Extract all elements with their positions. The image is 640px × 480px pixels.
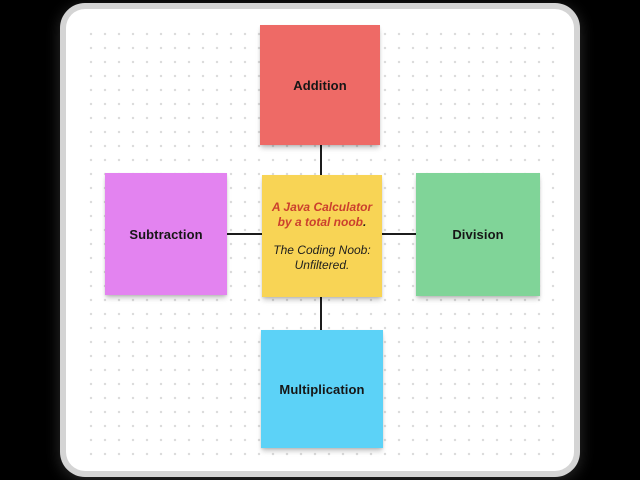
sticky-note-subtraction[interactable]: Subtraction (105, 173, 227, 295)
sticky-note-center-title[interactable]: A Java Calculator by a total noob. The C… (262, 175, 382, 297)
connector-center-to-multiplication[interactable] (320, 297, 322, 330)
board-title-text: A Java Calculator by a total noob (271, 199, 373, 229)
board-subtitle: The Coding Noob: Unfiltered. (273, 242, 371, 272)
sticky-label: Multiplication (279, 381, 365, 397)
sticky-label: Addition (293, 77, 347, 93)
connector-center-to-addition[interactable] (320, 145, 322, 175)
sticky-label: Division (452, 227, 504, 242)
board-title-period: . (363, 214, 367, 229)
connector-center-to-subtraction[interactable] (227, 233, 262, 235)
sticky-note-addition[interactable]: Addition (260, 25, 380, 145)
connector-center-to-division[interactable] (382, 233, 416, 235)
sticky-label: Subtraction (129, 226, 203, 242)
sticky-note-division[interactable]: Division (416, 173, 540, 296)
sticky-note-multiplication[interactable]: Multiplication (261, 330, 383, 448)
board-title: A Java Calculator by a total noob. (265, 200, 379, 230)
